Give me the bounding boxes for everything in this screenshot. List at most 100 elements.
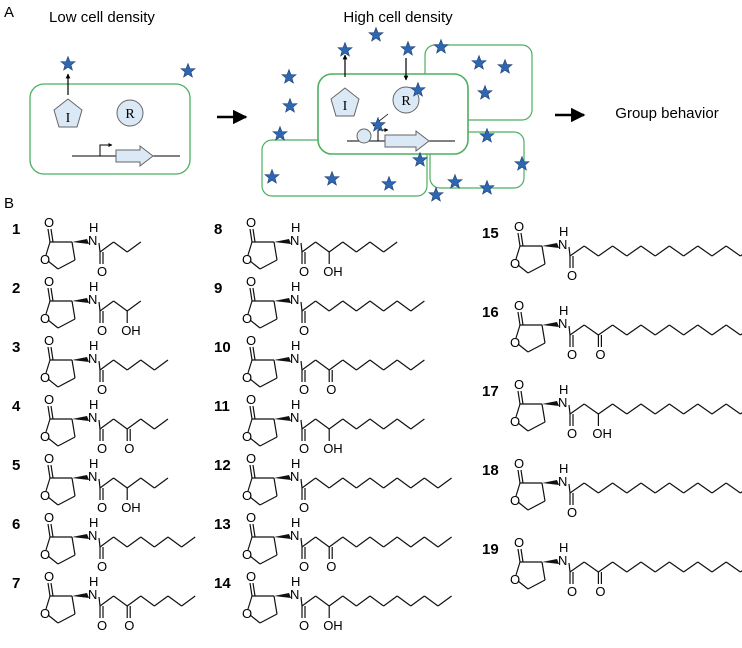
acyl-chain [300,477,452,500]
lactone-ring [45,523,76,565]
compound-number: 13 [214,516,231,533]
amide-hydrogen: H [559,303,568,318]
ring-carbonyl-oxygen: O [246,274,256,289]
autoinducer-star [272,125,288,141]
compound-number: 15 [482,225,499,242]
receptor-r-label: R [125,107,135,122]
autoinducer-star [264,168,280,184]
autoinducer-star [514,155,530,171]
hydroxyl-group: OH [323,264,343,279]
autoinducer-star [497,58,513,74]
acyl-chain [98,300,142,323]
stereo-wedge [542,243,559,248]
ring-carbonyl-oxygen: O [246,333,256,348]
compound-number: 1 [12,221,20,238]
autoinducer-star [412,151,428,167]
amide-nitrogen: N [88,351,97,366]
ring-carbonyl-oxygen: O [44,451,54,466]
ring-carbonyl-oxygen: O [44,392,54,407]
synthase-i-pentagon [53,98,83,128]
ring-oxygen: O [242,547,252,562]
compound-number: 10 [214,339,231,356]
ring-carbonyl-oxygen: O [246,392,256,407]
amide-hydrogen: H [291,456,300,471]
high-density-signals [264,26,530,202]
amide-oxygen: O [299,382,309,397]
autoinducer-star [428,186,444,202]
lactone-ring [45,464,76,506]
autoinducer-star [60,55,76,71]
amide-nitrogen: N [88,469,97,484]
lactone-ring [247,464,278,506]
autoinducer-star [368,26,384,42]
synthase-i-label-high: I [343,99,348,114]
compound-number: 3 [12,339,20,356]
autoinducer-star [282,97,298,113]
ring-carbonyl-oxygen: O [246,510,256,525]
group-behavior-label: Group behavior [615,105,718,122]
autoinducer-star [410,81,426,97]
amide-nitrogen: N [558,474,567,489]
ring-oxygen: O [242,370,252,385]
stereo-wedge [274,416,291,421]
acyl-chain [98,418,169,441]
acyl-chain [568,482,742,505]
receptor-r-label-high: R [401,94,411,109]
ring-oxygen: O [40,547,50,562]
stereo-wedge [542,322,559,327]
oxo-oxygen: O [326,382,336,397]
ring-carbonyl-oxygen: O [44,510,54,525]
amide-nitrogen: N [88,292,97,307]
lactone-ring [247,523,278,565]
stereo-wedge [72,239,89,244]
stereo-wedge [542,480,559,485]
hydroxyl-group: OH [121,323,141,338]
amide-oxygen: O [97,559,107,574]
autoinducer-star [324,170,340,186]
hydroxyl-group: OH [592,426,612,441]
compound-number: 14 [214,575,231,592]
amide-nitrogen: N [290,528,299,543]
amide-oxygen: O [299,264,309,279]
receptor-r-circle-high [392,86,420,114]
compound-number: 16 [482,304,499,321]
compound-number: 8 [214,221,222,238]
ring-oxygen: O [242,606,252,621]
hydroxyl-group: OH [121,500,141,515]
compound-number: 11 [214,398,230,415]
amide-hydrogen: H [291,338,300,353]
autoinducer-star [471,54,487,70]
ring-carbonyl-oxygen: O [514,377,524,392]
autoinducer-star [433,38,449,54]
compound-number: 4 [12,398,21,415]
gene-arrow [115,144,154,168]
ring-oxygen: O [510,335,520,350]
compound-number: 2 [12,280,20,297]
amide-oxygen: O [299,323,309,338]
ring-carbonyl-oxygen: O [44,333,54,348]
ring-oxygen: O [242,488,252,503]
amide-hydrogen: H [291,397,300,412]
autoinducer-star [447,173,463,189]
low-density-cell: I R [29,73,191,175]
lactone-ring [247,287,278,329]
amide-nitrogen: N [88,587,97,602]
autoinducer-star [477,84,493,100]
amide-nitrogen: N [88,528,97,543]
ring-carbonyl-oxygen: O [44,274,54,289]
ring-oxygen: O [510,572,520,587]
oxo-oxygen: O [124,618,134,633]
amide-hydrogen: H [89,279,98,294]
ring-carbonyl-oxygen: O [44,569,54,584]
receptor-r-circle [116,99,144,127]
amide-nitrogen: N [290,410,299,425]
